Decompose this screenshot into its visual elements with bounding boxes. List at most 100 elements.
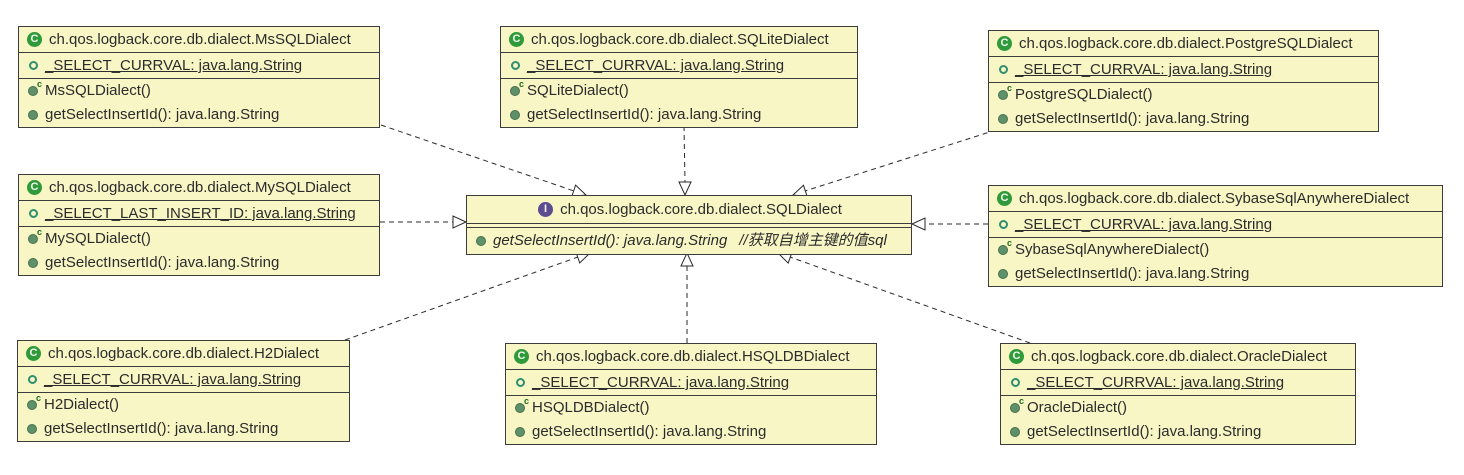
constructor-icon: c: [998, 239, 1012, 255]
field-label: _SELECT_CURRVAL: java.lang.String: [1027, 374, 1285, 391]
field-icon: [29, 61, 38, 70]
abstract-method-label: getSelectInsertId(): java.lang.String: [493, 232, 728, 249]
constructor-row: c PostgreSQLDialect(): [989, 83, 1378, 107]
method-icon: [998, 114, 1008, 124]
method-label: getSelectInsertId(): java.lang.String: [1015, 265, 1250, 282]
class-node-oracledialect[interactable]: C ch.qos.logback.core.db.dialect.OracleD…: [1000, 343, 1356, 445]
field-icon: [1011, 378, 1020, 387]
class-node-mysqldialect[interactable]: C ch.qos.logback.core.db.dialect.MySQLDi…: [18, 174, 380, 276]
constructor-label: H2Dialect(): [44, 396, 120, 413]
constructor-row: c H2Dialect(): [18, 393, 349, 417]
method-comment: //获取自增主键的值sql: [739, 232, 887, 249]
method-icon: [28, 110, 38, 120]
class-node-postgresqldialect[interactable]: C ch.qos.logback.core.db.dialect.Postgre…: [988, 30, 1379, 132]
constructor-label: PostgreSQLDialect(): [1015, 86, 1153, 103]
method-label: getSelectInsertId(): java.lang.String: [527, 106, 762, 123]
class-name: ch.qos.logback.core.db.dialect.OracleDia…: [1031, 348, 1327, 365]
realization-edge-oracledialect[interactable]: [789, 256, 1031, 344]
constructor-label: MsSQLDialect(): [45, 82, 151, 99]
method-icon: [476, 236, 486, 246]
class-name: ch.qos.logback.core.db.dialect.PostgreSQ…: [1019, 35, 1353, 52]
interface-header: I ch.qos.logback.core.db.dialect.SQLDial…: [467, 196, 911, 224]
realization-edge-sqlitedialect[interactable]: [683, 125, 686, 183]
class-icon: C: [1009, 349, 1024, 364]
class-icon: C: [997, 191, 1012, 206]
class-name: ch.qos.logback.core.db.dialect.SybaseSql…: [1019, 190, 1410, 207]
field-label: _SELECT_LAST_INSERT_ID: java.lang.String: [45, 205, 356, 222]
realization-edge-mssqldialect[interactable]: [380, 124, 575, 192]
class-icon: C: [509, 32, 524, 47]
constructor-row: c MsSQLDialect(): [19, 79, 379, 103]
field-row: _SELECT_CURRVAL: java.lang.String: [1001, 370, 1355, 396]
constructor-row: c SQLiteDialect(): [501, 79, 857, 103]
method-label: getSelectInsertId(): java.lang.String: [532, 423, 767, 440]
class-icon: C: [997, 36, 1012, 51]
field-label: _SELECT_CURRVAL: java.lang.String: [44, 371, 302, 388]
field-row: _SELECT_CURRVAL: java.lang.String: [989, 57, 1378, 83]
constructor-row: c HSQLDBDialect(): [506, 396, 876, 420]
realization-edge-postgresqldialect[interactable]: [804, 129, 997, 192]
method-label: getSelectInsertId(): java.lang.String: [44, 420, 279, 437]
class-node-mssqldialect[interactable]: C ch.qos.logback.core.db.dialect.MsSQLDi…: [18, 26, 380, 128]
class-icon: C: [27, 32, 42, 47]
method-icon: [510, 110, 520, 120]
class-name: ch.qos.logback.core.db.dialect.HSQLDBDia…: [536, 348, 850, 365]
method-icon: [27, 424, 37, 434]
method-row: getSelectInsertId(): java.lang.String: [506, 420, 876, 444]
method-label: getSelectInsertId(): java.lang.String: [1027, 423, 1262, 440]
method-row: getSelectInsertId(): java.lang.String: [1001, 420, 1355, 444]
method-icon: [998, 269, 1008, 279]
field-icon: [29, 209, 38, 218]
field-row: _SELECT_CURRVAL: java.lang.String: [19, 53, 379, 79]
class-header: C ch.qos.logback.core.db.dialect.MySQLDi…: [19, 175, 379, 201]
constructor-row: c MySQLDialect(): [19, 227, 379, 251]
method-icon: [515, 427, 525, 437]
realization-arrowhead: [910, 217, 926, 231]
constructor-icon: c: [28, 228, 42, 244]
class-name: ch.qos.logback.core.db.dialect.MsSQLDial…: [49, 31, 351, 48]
class-header: C ch.qos.logback.core.db.dialect.MsSQLDi…: [19, 27, 379, 53]
realization-arrowhead: [452, 215, 468, 229]
constructor-icon: c: [28, 80, 42, 96]
constructor-row: c SybaseSqlAnywhereDialect(): [989, 238, 1442, 262]
method-row: getSelectInsertId(): java.lang.String: [501, 103, 857, 127]
constructor-icon: c: [27, 394, 41, 410]
field-label: _SELECT_CURRVAL: java.lang.String: [527, 57, 785, 74]
method-row: getSelectInsertId(): java.lang.String: [19, 103, 379, 127]
method-label: getSelectInsertId(): java.lang.String: [45, 106, 280, 123]
class-node-sybasesqlanywheredialect[interactable]: C ch.qos.logback.core.db.dialect.SybaseS…: [988, 185, 1443, 287]
field-label: _SELECT_CURRVAL: java.lang.String: [1015, 216, 1273, 233]
class-name: ch.qos.logback.core.db.dialect.MySQLDial…: [49, 179, 351, 196]
class-header: C ch.qos.logback.core.db.dialect.HSQLDBD…: [506, 344, 876, 370]
constructor-icon: c: [1010, 397, 1024, 413]
method-icon: [1010, 427, 1020, 437]
constructor-icon: c: [510, 80, 524, 96]
realization-arrowhead: [680, 251, 694, 267]
interface-node-sqldialect[interactable]: I ch.qos.logback.core.db.dialect.SQLDial…: [466, 195, 912, 255]
class-header: C ch.qos.logback.core.db.dialect.OracleD…: [1001, 344, 1355, 370]
field-icon: [999, 65, 1008, 74]
constructor-row: c OracleDialect(): [1001, 396, 1355, 420]
field-row: _SELECT_CURRVAL: java.lang.String: [18, 367, 349, 393]
class-node-h2dialect[interactable]: C ch.qos.logback.core.db.dialect.H2Diale…: [17, 340, 350, 442]
field-label: _SELECT_CURRVAL: java.lang.String: [45, 57, 303, 74]
abstract-method-row: getSelectInsertId(): java.lang.String //…: [467, 228, 911, 254]
realization-arrowhead: [678, 181, 692, 197]
constructor-label: SybaseSqlAnywhereDialect(): [1015, 241, 1210, 258]
class-node-hsqldbdialect[interactable]: C ch.qos.logback.core.db.dialect.HSQLDBD…: [505, 343, 877, 445]
class-header: C ch.qos.logback.core.db.dialect.Postgre…: [989, 31, 1378, 57]
field-icon: [511, 61, 520, 70]
class-header: C ch.qos.logback.core.db.dialect.H2Diale…: [18, 341, 349, 367]
constructor-icon: c: [998, 84, 1012, 100]
method-row: getSelectInsertId(): java.lang.String: [989, 107, 1378, 131]
constructor-label: SQLiteDialect(): [527, 82, 629, 99]
class-name: ch.qos.logback.core.db.dialect.SQLiteDia…: [531, 31, 829, 48]
constructor-label: OracleDialect(): [1027, 399, 1128, 416]
class-node-sqlitedialect[interactable]: C ch.qos.logback.core.db.dialect.SQLiteD…: [500, 26, 858, 128]
field-label: _SELECT_CURRVAL: java.lang.String: [532, 374, 790, 391]
interface-icon: I: [538, 202, 554, 217]
field-icon: [516, 378, 525, 387]
method-row: getSelectInsertId(): java.lang.String: [19, 251, 379, 275]
